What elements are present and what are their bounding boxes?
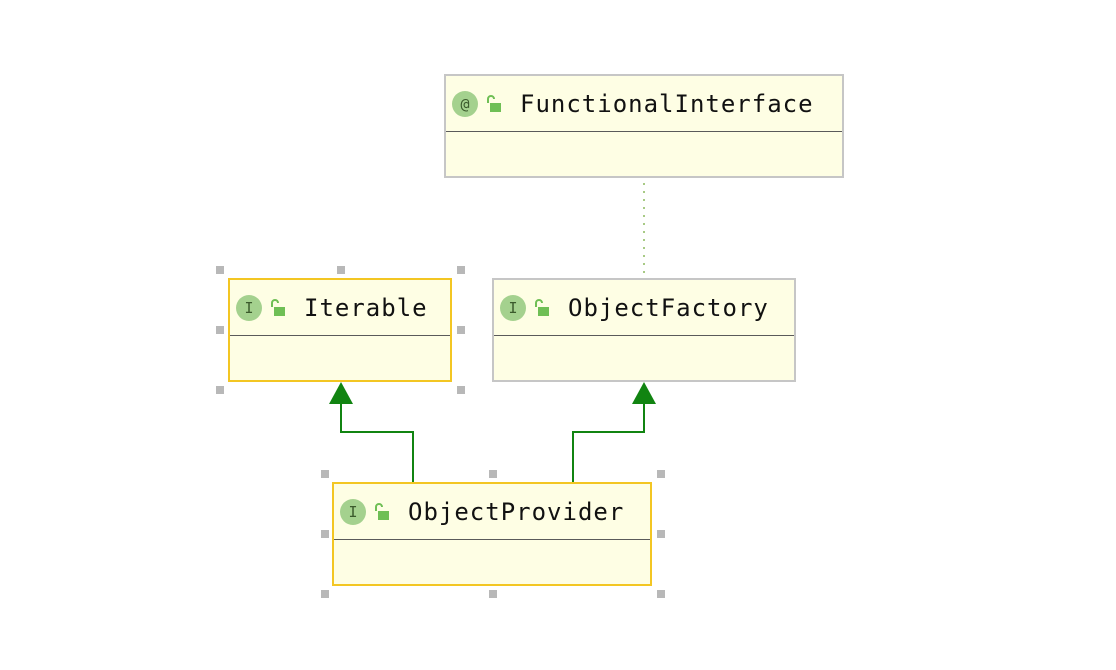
node-header: I ObjectFactory <box>494 280 794 336</box>
resize-handle[interactable] <box>457 386 465 394</box>
resize-handle[interactable] <box>457 266 465 274</box>
unlock-icon <box>535 298 549 316</box>
interface-icon: I <box>500 294 526 321</box>
node-title: ObjectProvider <box>408 497 625 526</box>
node-object-factory[interactable]: I ObjectFactory <box>492 278 796 382</box>
node-iterable[interactable]: I Iterable <box>228 278 452 382</box>
resize-handle[interactable] <box>657 530 665 538</box>
resize-handle[interactable] <box>489 590 497 598</box>
node-header: I Iterable <box>230 280 450 336</box>
node-header: @ FunctionalInterface <box>446 76 842 132</box>
resize-handle[interactable] <box>321 470 329 478</box>
resize-handle[interactable] <box>321 530 329 538</box>
interface-icon: I <box>340 498 366 525</box>
resize-handle[interactable] <box>457 326 465 334</box>
annotation-icon: @ <box>452 90 478 117</box>
unlock-icon <box>271 298 285 316</box>
node-title: Iterable <box>304 293 428 322</box>
edge-objectprovider-objectfactory <box>572 402 645 482</box>
resize-handle[interactable] <box>337 266 345 274</box>
resize-handle[interactable] <box>216 326 224 334</box>
resize-handle[interactable] <box>657 590 665 598</box>
unlock-icon <box>487 94 501 112</box>
node-title: ObjectFactory <box>568 293 769 322</box>
unlock-icon <box>375 502 389 520</box>
interface-icon: I <box>236 294 262 321</box>
resize-handle[interactable] <box>216 266 224 274</box>
arrowhead-iterable <box>329 382 353 404</box>
resize-handle[interactable] <box>216 386 224 394</box>
resize-handle[interactable] <box>321 590 329 598</box>
node-functional-interface[interactable]: @ FunctionalInterface <box>444 74 844 178</box>
node-header: I ObjectProvider <box>334 484 650 540</box>
node-title: FunctionalInterface <box>520 89 814 118</box>
edge-objectprovider-iterable <box>340 402 414 482</box>
node-object-provider[interactable]: I ObjectProvider <box>332 482 652 586</box>
resize-handle[interactable] <box>657 470 665 478</box>
arrowhead-objectfactory <box>632 382 656 404</box>
resize-handle[interactable] <box>489 470 497 478</box>
